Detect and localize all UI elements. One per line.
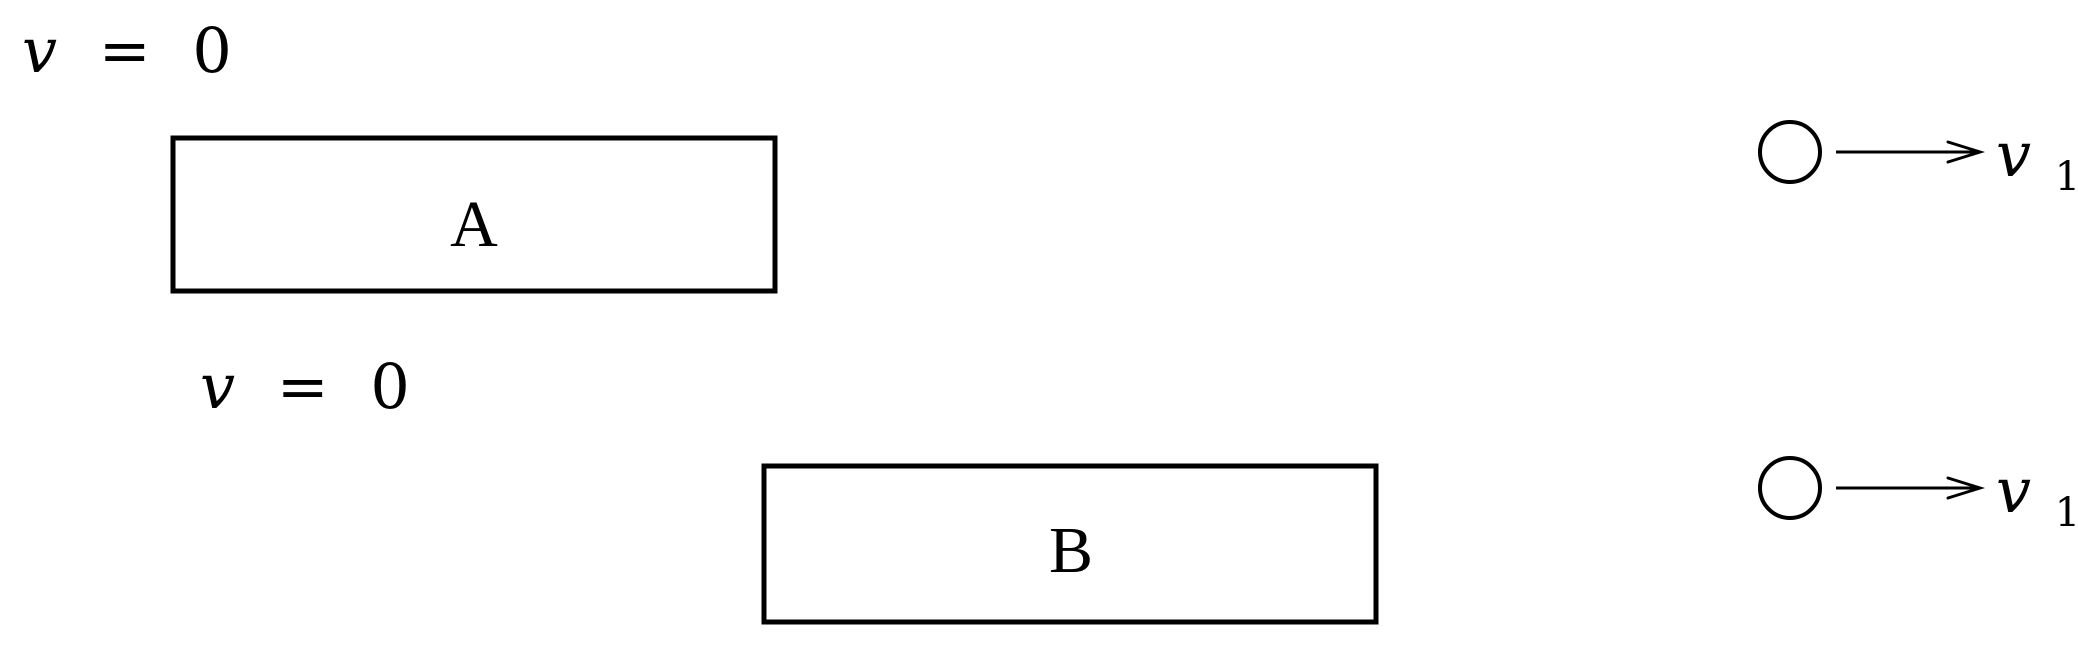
- block-a-label: A: [450, 188, 498, 261]
- velocity-label-b: v = 0: [200, 350, 410, 423]
- velocity-symbol: v: [1996, 454, 2031, 527]
- ball-2-circle: [1758, 456, 1822, 520]
- block-a-box: [170, 135, 778, 294]
- block-b-box: [761, 463, 1379, 625]
- equals-sign: =: [99, 14, 151, 87]
- ball-2-arrow-head: [1946, 476, 1986, 500]
- block-b: B: [761, 463, 1379, 625]
- velocity-symbol: v: [22, 14, 57, 87]
- ball-1-circle: [1758, 120, 1822, 184]
- velocity-subscript: 1: [2055, 154, 2078, 200]
- velocity-value: 0: [370, 350, 409, 423]
- velocity-symbol: v: [200, 350, 235, 423]
- ball-1-arrow-head: [1946, 140, 1986, 164]
- velocity-label-a: v = 0: [22, 14, 232, 87]
- ball-2-velocity-label: v 1: [1996, 454, 2078, 536]
- ball-2: v 1: [1758, 454, 2078, 536]
- equals-sign: =: [277, 350, 329, 423]
- ball-1-velocity-label: v 1: [1996, 118, 2078, 200]
- velocity-symbol: v: [1996, 118, 2031, 191]
- block-a: A: [170, 135, 778, 294]
- ball-1: v 1: [1758, 118, 2078, 200]
- velocity-value: 0: [192, 14, 231, 87]
- svg-text:v = 0: v = 0: [200, 350, 410, 423]
- velocity-subscript: 1: [2055, 490, 2078, 536]
- block-b-label: B: [1049, 514, 1093, 587]
- svg-text:v = 0: v = 0: [22, 14, 232, 87]
